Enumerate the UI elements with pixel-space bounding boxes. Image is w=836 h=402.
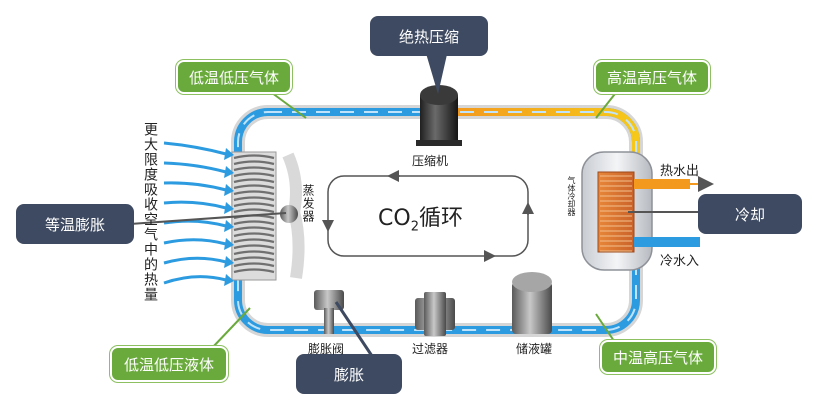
left-description: 更大限度吸收空气中的热量 (142, 122, 158, 302)
label-evaporator: 蒸发器 (301, 184, 315, 223)
callout-low-temp-low-pressure-liquid: 低温低压液体 (110, 346, 228, 382)
airflow-arrowhead (224, 166, 234, 178)
label-gas-cooler: 气体冷却器 (567, 176, 576, 216)
airflow-arrowhead (224, 274, 234, 286)
coil-loop (233, 256, 275, 262)
highgas-pointer (595, 89, 619, 119)
callout-isothermal-expansion: 等温膨胀 (16, 204, 134, 244)
label-receiver: 储液罐 (516, 342, 553, 356)
label-filter: 过滤器 (412, 342, 449, 356)
coil-loop (233, 196, 275, 202)
airflow-arrow (163, 181, 227, 192)
airflow-arrowhead (224, 202, 234, 214)
coil-loop (233, 220, 275, 226)
airflow-arrowhead (224, 184, 234, 196)
coil-loop (233, 250, 275, 256)
coil-loop (233, 178, 275, 184)
coil-loop (233, 160, 275, 166)
coil-loop (233, 232, 275, 238)
callout-cooling: 冷却 (698, 194, 802, 234)
airflow-arrow (163, 219, 227, 228)
callout-high-temp-high-pressure-gas: 高温高压气体 (594, 60, 710, 94)
isothermal-pointer (129, 212, 287, 225)
expansion-pointer (334, 301, 374, 357)
coil-loop (233, 154, 275, 160)
label-expansion-valve: 膨胀阀 (308, 342, 345, 356)
callout-expansion: 膨胀 (296, 354, 402, 394)
receiver (512, 272, 552, 334)
label-cold-water-in: 冷水入 (660, 254, 700, 269)
cycle-title-subscript: 2 (410, 219, 419, 235)
label-compressor: 压缩机 (412, 154, 449, 168)
airflow-arrow (163, 161, 227, 174)
coil-loop (233, 244, 275, 250)
coil-loop (233, 202, 275, 208)
airflow-arrowhead (224, 238, 234, 250)
compress-pointer (425, 50, 448, 94)
airflow-arrow (163, 141, 227, 156)
cycle-title-suffix: 循环 (418, 206, 463, 231)
airflow-arrowhead (224, 148, 234, 160)
filter (415, 292, 455, 336)
label-hot-water-out: 热水出 (660, 164, 700, 179)
coil-loop (233, 238, 275, 244)
airflow-arrow (163, 256, 227, 265)
coil-loop (233, 262, 275, 268)
coil-loop (233, 184, 275, 190)
coil-loop (233, 172, 275, 178)
coil-loop (233, 226, 275, 232)
airflow-arrows (163, 141, 234, 286)
coil-loop (233, 190, 275, 196)
lowliquid-pointer (211, 307, 251, 349)
cycle-title: CO2循环 (378, 200, 463, 234)
airflow-arrow (163, 200, 227, 210)
callout-low-temp-low-pressure-gas: 低温低压气体 (176, 60, 292, 94)
airflow-arrow (163, 275, 227, 285)
airflow-arrowhead (224, 220, 234, 232)
airflow-arrow (163, 238, 227, 246)
fan (280, 152, 305, 279)
coil-loop (233, 208, 275, 214)
callout-adiabatic-compression: 绝热压缩 (370, 16, 488, 56)
airflow-arrowhead (224, 256, 234, 268)
cycle-title-prefix: CO (378, 206, 411, 231)
callout-medium-temp-high-pressure-gas: 中温高压气体 (600, 340, 716, 374)
coil-loop (233, 268, 275, 274)
coil-loop (233, 166, 275, 172)
cycle-loop (327, 175, 529, 257)
lowgas-pointer (267, 89, 307, 119)
compressor (416, 85, 462, 146)
